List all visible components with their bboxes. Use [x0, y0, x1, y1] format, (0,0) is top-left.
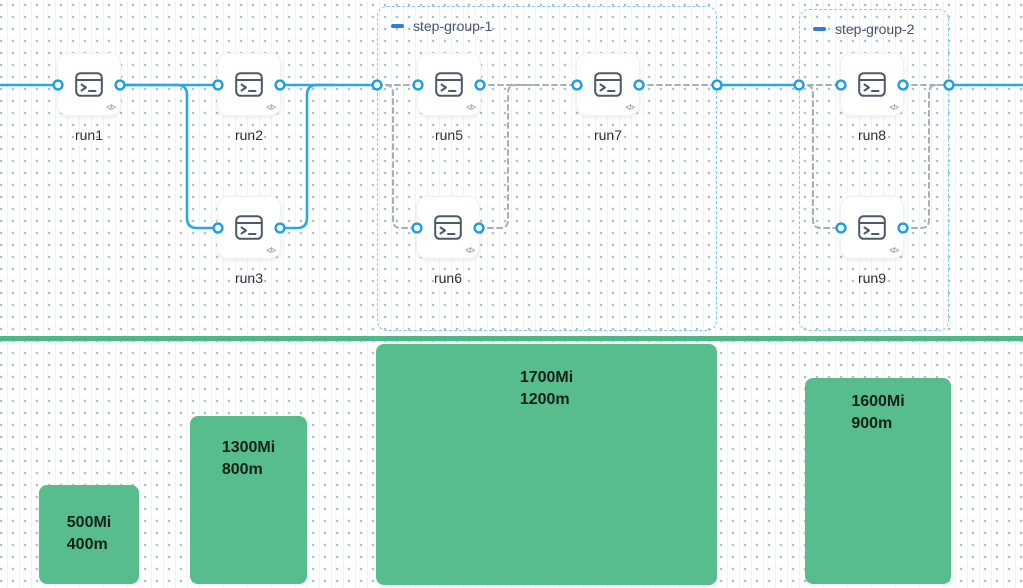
code-icon: </>	[889, 103, 899, 112]
node-label: run3	[234, 270, 264, 286]
node-run8[interactable]: </> run8	[841, 54, 903, 143]
node-run6[interactable]: </> run6	[417, 197, 479, 286]
collapse-minus-icon[interactable]	[813, 27, 826, 31]
code-icon: </>	[889, 246, 899, 255]
resource-bar-step-group-2: 1600Mi 900m	[805, 378, 951, 584]
node-card[interactable]: </>	[417, 197, 479, 258]
terminal-icon	[858, 215, 886, 240]
node-card[interactable]: </>	[58, 54, 120, 115]
cpu-value: 400m	[66, 535, 108, 553]
node-label: run8	[857, 127, 887, 143]
node-card[interactable]: </>	[841, 54, 903, 115]
memory-value: 1700Mi	[519, 369, 574, 386]
step-group-2-header: step-group-2	[800, 10, 948, 37]
node-label: run1	[74, 127, 104, 143]
node-label: run2	[234, 127, 264, 143]
resource-bar-step-group-1: 1700Mi 1200m	[376, 344, 717, 585]
resource-bar-label: 1700Mi 1200m	[520, 367, 573, 585]
node-run5[interactable]: </> run5	[418, 54, 480, 143]
node-run3[interactable]: </> run3	[218, 197, 280, 286]
node-label: run5	[434, 127, 464, 143]
step-group-label: step-group-2	[835, 21, 915, 37]
code-icon: </>	[625, 103, 635, 112]
collapse-minus-icon[interactable]	[391, 24, 404, 28]
node-label: run6	[433, 270, 463, 286]
node-run2[interactable]: </> run2	[218, 54, 280, 143]
cpu-value: 900m	[851, 414, 893, 432]
node-run1[interactable]: </> run1	[58, 54, 120, 143]
resource-bar-label: 500Mi 400m	[67, 512, 111, 584]
resource-bar-run1: 500Mi 400m	[39, 485, 139, 584]
step-group-1-header: step-group-1	[378, 7, 716, 34]
resource-divider-line	[0, 336, 1023, 341]
terminal-icon	[434, 215, 462, 240]
node-card[interactable]: </>	[577, 54, 639, 115]
terminal-icon	[594, 72, 622, 97]
edge-run3-merge	[278, 83, 334, 230]
node-card[interactable]: </>	[218, 197, 280, 258]
code-icon: </>	[465, 246, 475, 255]
code-icon: </>	[106, 103, 116, 112]
code-icon: </>	[266, 246, 276, 255]
terminal-icon	[858, 72, 886, 97]
node-run7[interactable]: </> run7	[577, 54, 639, 143]
resource-bar-label: 1300Mi 800m	[222, 437, 275, 584]
resource-bar-label: 1600Mi 900m	[851, 391, 904, 584]
terminal-icon	[235, 215, 263, 240]
cpu-value: 800m	[221, 460, 263, 478]
step-group-label: step-group-1	[413, 18, 493, 34]
memory-value: 500Mi	[66, 514, 112, 531]
node-card[interactable]: </>	[218, 54, 280, 115]
code-icon: </>	[466, 103, 476, 112]
node-label: run7	[593, 127, 623, 143]
memory-value: 1300Mi	[221, 439, 276, 456]
cpu-value: 1200m	[519, 390, 570, 408]
resource-bar-run2-run3: 1300Mi 800m	[190, 416, 307, 584]
node-label: run9	[857, 270, 887, 286]
terminal-icon	[235, 72, 263, 97]
terminal-icon	[75, 72, 103, 97]
node-card[interactable]: </>	[841, 197, 903, 258]
code-icon: </>	[266, 103, 276, 112]
terminal-icon	[435, 72, 463, 97]
memory-value: 1600Mi	[851, 393, 905, 410]
edge-run1-run3	[118, 83, 220, 230]
node-card[interactable]: </>	[418, 54, 480, 115]
node-run9[interactable]: </> run9	[841, 197, 903, 286]
